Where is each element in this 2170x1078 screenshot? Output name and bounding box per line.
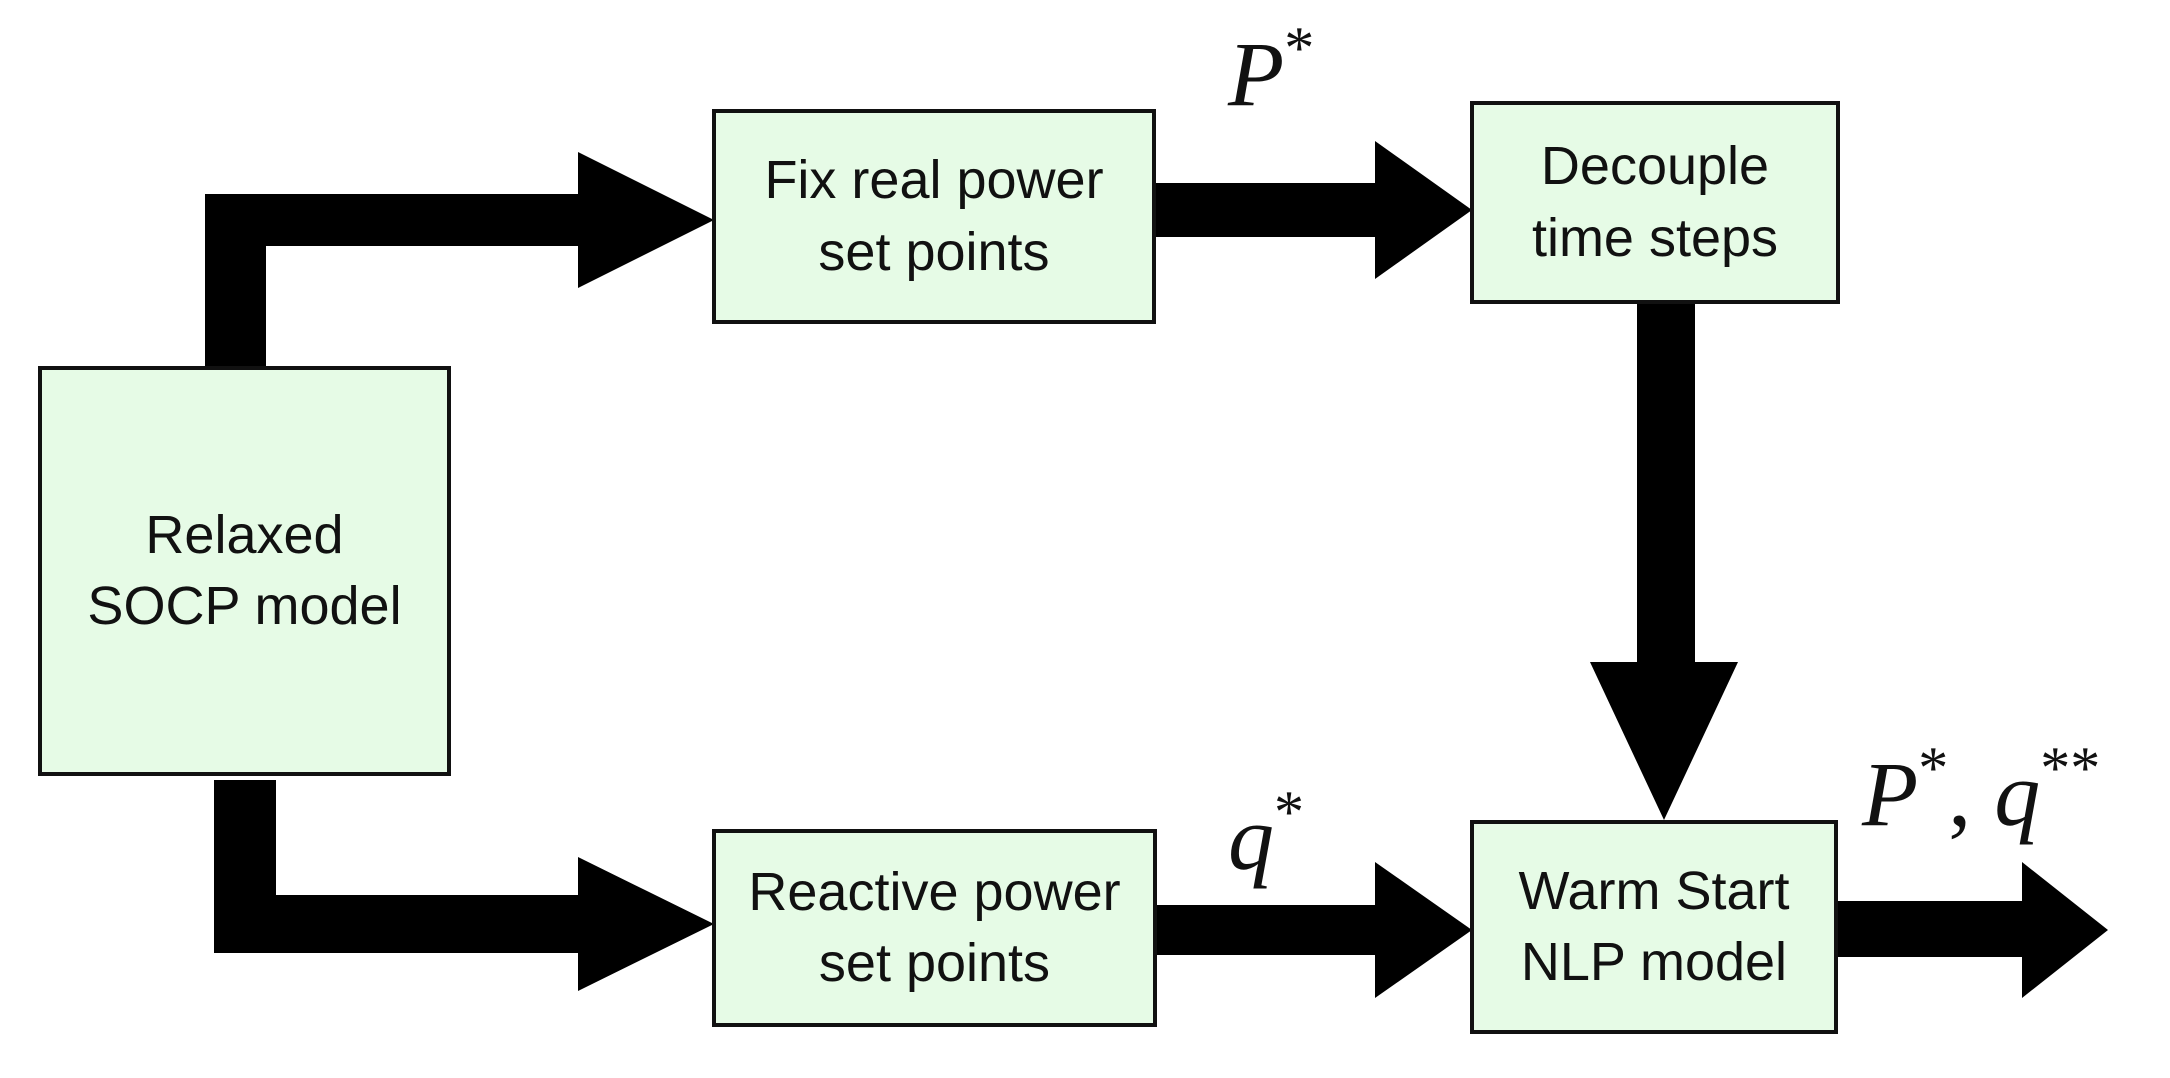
arrow-socp-to-reactive-power: [214, 780, 714, 991]
edge-label-p-star: P*: [1228, 18, 1314, 120]
arrow-socp-to-fix-real-power: [205, 152, 714, 370]
superscript-p: *: [1918, 734, 1949, 801]
box-label: Relaxed SOCP model: [87, 504, 402, 636]
arrow-reactive-power-to-warm-start: [1157, 862, 1472, 998]
arrow-fix-real-power-to-decouple: [1153, 141, 1472, 279]
box-label: Fix real power set points: [764, 150, 1104, 282]
symbol: P: [1228, 23, 1285, 125]
superscript-q: **: [2040, 734, 2101, 801]
box-reactive-power-set-points: Reactive power set points: [712, 829, 1157, 1027]
box-label: Reactive power set points: [748, 861, 1121, 993]
superscript: *: [1274, 778, 1304, 845]
superscript: *: [1284, 14, 1315, 81]
edge-label-q-star: q*: [1228, 782, 1304, 884]
box-label: Decouple time steps: [1531, 136, 1779, 268]
edge-label-output: P*, q**: [1862, 738, 2100, 840]
box-warm-start-nlp-model: Warm Start NLP model: [1470, 820, 1838, 1034]
box-label: Warm Start NLP model: [1518, 860, 1790, 992]
symbol-p: P: [1862, 743, 1919, 845]
symbol-q: q: [1994, 743, 2041, 845]
box-relaxed-socp-model: Relaxed SOCP model: [38, 366, 451, 776]
box-fix-real-power-set-points: Fix real power set points: [712, 109, 1156, 324]
arrow-decouple-to-warm-start: [1590, 300, 1738, 820]
symbol: q: [1228, 787, 1274, 889]
separator: ,: [1948, 743, 1995, 845]
box-decouple-time-steps: Decouple time steps: [1470, 101, 1840, 304]
arrow-warm-start-output: [1838, 862, 2108, 998]
